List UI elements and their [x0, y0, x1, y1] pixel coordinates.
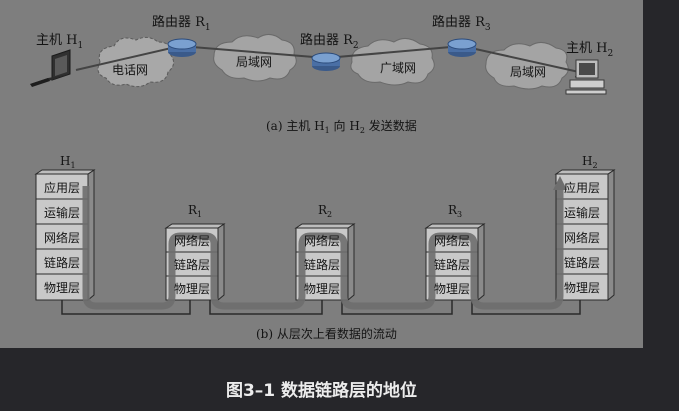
h1-stack-title: H1 [60, 154, 76, 170]
r1-stack-title: R1 [188, 203, 202, 219]
r1-layer-label: 网络层 [174, 233, 210, 248]
r1-layer-label: 链路层 [174, 257, 210, 272]
r2-layer-label: 物理层 [304, 282, 340, 296]
physical-link [471, 300, 581, 315]
caption-a: (a) 主机 H1 向 H2 发送数据 [266, 118, 417, 135]
h1-layer-label: 网络层 [44, 230, 80, 245]
h2-layer-label: 物理层 [564, 281, 600, 295]
r3-layer-label: 链路层 [434, 257, 470, 272]
phone-network-label: 电话网 [112, 63, 148, 77]
figure-caption: 图3–1 数据链路层的地位 [225, 381, 418, 401]
h2-stack-title: H2 [582, 154, 598, 170]
lan1-label: 局域网 [236, 55, 272, 69]
router1-label: 路由器 R1 [152, 14, 211, 33]
host2-stack [554, 169, 616, 302]
network-diagram: 主机 H1 路由器 R1 路由器 R2 路由器 R3 主机 H2 电话网 局域网… [30, 14, 616, 341]
host1-label: 主机 H1 [36, 33, 83, 51]
router-icon [167, 38, 197, 57]
physical-link [61, 300, 191, 315]
figure-panel: 主机 H1 路由器 R1 路由器 R2 路由器 R3 主机 H2 电话网 局域网… [0, 0, 643, 348]
physical-link [209, 300, 323, 315]
laptop-icon [30, 49, 71, 87]
lan2-label: 局域网 [510, 65, 546, 79]
router-icon [447, 38, 477, 57]
r1-layer-label: 物理层 [174, 282, 210, 296]
desktop-computer-icon [565, 59, 607, 95]
h2-layer-label: 网络层 [564, 230, 600, 245]
h2-layer-label: 应用层 [564, 180, 600, 195]
caption-b: (b) 从层次上看数据的流动 [256, 326, 397, 341]
h1-layer-label: 运输层 [44, 205, 80, 220]
r3-stack-title: R3 [448, 203, 462, 219]
router-icon [311, 52, 341, 71]
h2-layer-label: 链路层 [564, 255, 600, 270]
lan2-cloud [485, 42, 569, 90]
h1-layer-label: 链路层 [44, 255, 80, 270]
h1-layer-label: 应用层 [44, 180, 80, 195]
r2-stack-title: R2 [318, 203, 332, 219]
lan1-cloud [213, 34, 297, 82]
r3-layer-label: 物理层 [434, 282, 470, 296]
router3-label: 路由器 R3 [432, 14, 491, 33]
physical-link [341, 300, 453, 315]
data-flow-arrow [82, 186, 564, 310]
host2-label: 主机 H2 [566, 41, 613, 59]
wan-label: 广域网 [380, 61, 416, 75]
r2-layer-label: 网络层 [304, 233, 340, 248]
h1-layer-label: 物理层 [44, 281, 80, 295]
phone-network-cloud [97, 36, 174, 88]
r2-layer-label: 链路层 [304, 257, 340, 272]
flow-arrowhead [553, 176, 567, 190]
router2-label: 路由器 R2 [300, 32, 359, 51]
r3-layer-label: 网络层 [434, 233, 470, 248]
h2-layer-label: 运输层 [564, 205, 600, 220]
